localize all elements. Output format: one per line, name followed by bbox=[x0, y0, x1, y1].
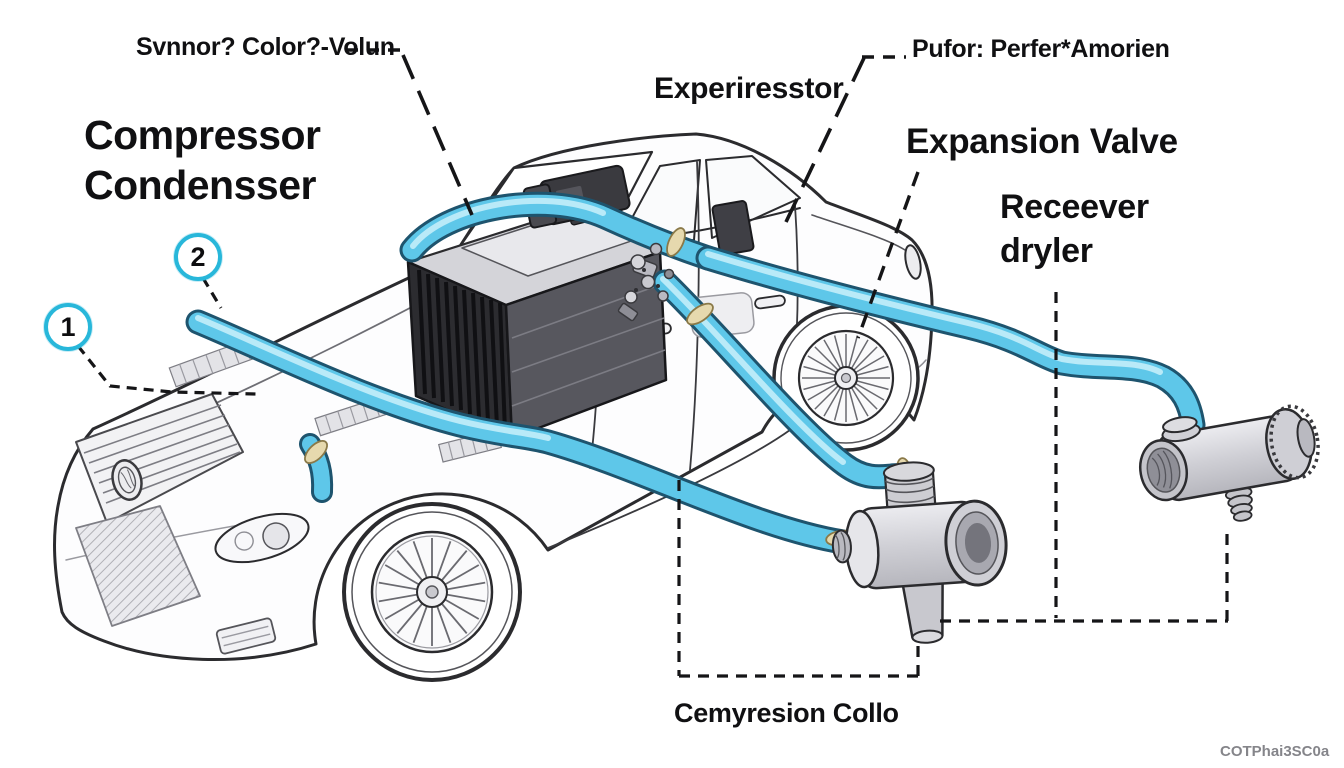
label-sensor: Svnnor? Color?-Volun bbox=[136, 33, 395, 61]
door-handle-rear bbox=[754, 294, 786, 310]
valve-cluster bbox=[617, 242, 675, 322]
label-receiver-line2: dryler bbox=[1000, 232, 1093, 270]
trunk-seam bbox=[811, 214, 906, 251]
condenser-right-slats bbox=[511, 283, 666, 407]
service-valve-female-port bbox=[1139, 439, 1188, 502]
leader-expansion-valve bbox=[856, 171, 920, 339]
condenser-fins bbox=[417, 269, 507, 432]
label-expansion-valve: Expansion Valve bbox=[906, 122, 1178, 161]
front-wheel bbox=[342, 502, 522, 682]
leader-badge-1 bbox=[76, 345, 257, 396]
fog-light bbox=[215, 617, 277, 655]
label-compressor: Compressor bbox=[84, 112, 321, 158]
headlight bbox=[214, 512, 310, 564]
label-evaporator: Experiresstor bbox=[654, 72, 844, 105]
pipe-hood-run bbox=[185, 309, 856, 555]
t-fitting-stem bbox=[901, 580, 944, 640]
taillight bbox=[904, 244, 922, 280]
service-valve-knurl bbox=[1265, 404, 1320, 480]
label-condenser: Condensser bbox=[84, 162, 316, 208]
badge-2: 2 bbox=[174, 233, 222, 281]
leader-badge-2 bbox=[201, 277, 223, 309]
label-cabin-unit: Pufor: Perfer*Amorien bbox=[912, 35, 1170, 63]
mesh-intake bbox=[75, 505, 201, 627]
service-valve-fitting bbox=[1139, 404, 1320, 522]
rear-wheel bbox=[772, 304, 920, 452]
t-fitting-left-port bbox=[831, 529, 852, 564]
leader-sensor-diagonal bbox=[401, 54, 474, 216]
pipe-cabin-run bbox=[695, 245, 1206, 438]
label-compression-coil: Cemyresion Collo bbox=[674, 698, 899, 728]
t-fitting-large bbox=[831, 461, 1008, 644]
service-valve-stem bbox=[1224, 486, 1253, 522]
refrigerant-pipes bbox=[185, 191, 1206, 555]
leader-lines bbox=[76, 48, 1229, 678]
badge-2-number: 2 bbox=[190, 241, 206, 272]
leader-cabin-diagonal bbox=[784, 57, 866, 223]
badge-1-number: 1 bbox=[60, 311, 76, 342]
front-fascia bbox=[75, 393, 310, 655]
watermark-text: COTPhai3SC0a bbox=[1220, 743, 1330, 760]
service-valve-inlet-collar bbox=[1161, 416, 1201, 443]
badge-1: 1 bbox=[44, 303, 92, 351]
brand-emblem-icon bbox=[111, 459, 143, 501]
label-receiver-line1: Receever bbox=[1000, 188, 1149, 226]
